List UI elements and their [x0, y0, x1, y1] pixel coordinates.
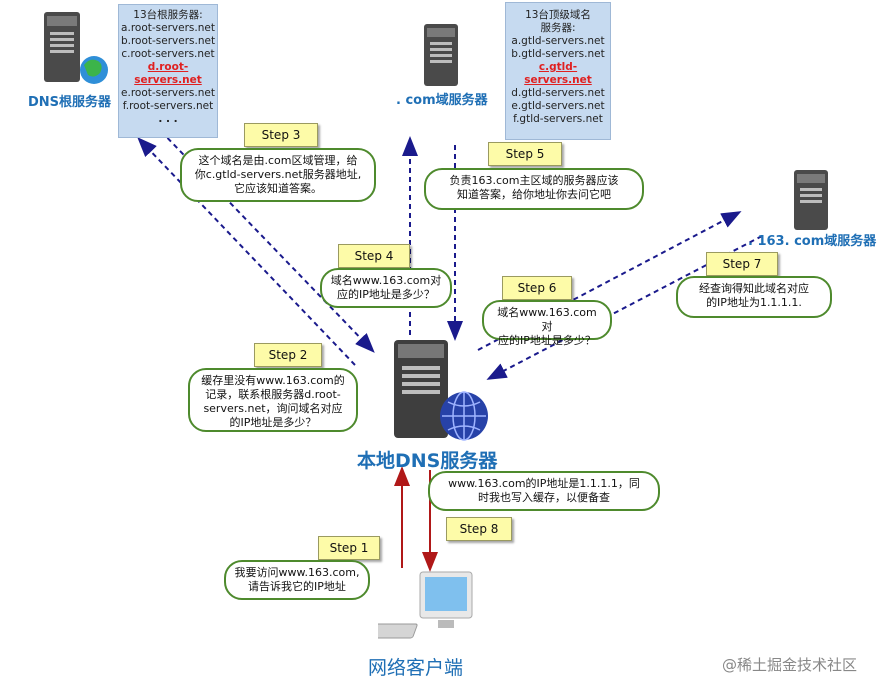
com-list-item: e.gtld-servers.net — [511, 100, 605, 112]
com-list-item: b.gtld-servers.net — [511, 48, 605, 60]
com-list-title: 13台顶级域名 — [525, 9, 591, 21]
com-list-item: f.gtld-servers.net — [513, 113, 603, 125]
root-list-item-highlight: d.root-servers.net — [134, 61, 202, 86]
step-6-label: Step 6 — [502, 276, 572, 300]
bubble-text: 域名www.163.com对 — [497, 306, 597, 333]
arrow-step2 — [137, 137, 356, 366]
bubble-text: 你c.gtld-servers.net服务器地址, — [194, 168, 362, 181]
root-list-item: e.root-servers.net — [121, 87, 215, 99]
step-5-label: Step 5 — [488, 142, 562, 166]
bubble-text: 请告诉我它的IP地址 — [248, 580, 346, 593]
step-4-bubble: 域名www.163.com对 应的IP地址是多少？ — [320, 268, 452, 308]
step-8-label: Step 8 — [446, 517, 512, 541]
step-3-bubble: 这个域名是由.com区域管理，给 你c.gtld-servers.net服务器地… — [180, 148, 376, 202]
root-list-item: c.root-servers.net — [121, 48, 215, 60]
com-server-icon — [420, 22, 466, 88]
bubble-text: 经查询得知此域名对应 — [699, 282, 809, 295]
step-6-bubble: 域名www.163.com对 应的IP地址是多少？ — [482, 300, 612, 347]
bubble-text: 的IP地址为1.1.1.1. — [706, 296, 802, 309]
com-server-label: . com域服务器 — [396, 93, 488, 108]
com-server-list: 13台顶级域名 服务器: a.gtld-servers.net b.gtld-s… — [505, 2, 611, 140]
arrow-step3 — [154, 124, 375, 353]
bubble-text: 负责163.com主区域的服务器应该 — [449, 174, 619, 187]
com-list-item-highlight: c.gtld-servers.net — [524, 61, 592, 86]
root-list-item: a.root-servers.net — [121, 22, 215, 34]
bubble-text: 它应该知道答案。 — [234, 182, 322, 195]
step-2-bubble: 缓存里没有www.163.com的 记录，联系根服务器d.root- serve… — [188, 368, 358, 432]
server-163-label: . 163. com域服务器 — [748, 234, 877, 249]
root-list-title: 13台根服务器: — [133, 9, 203, 21]
com-list-title: 服务器: — [540, 22, 576, 34]
com-list-item: a.gtld-servers.net — [511, 35, 605, 47]
bubble-text: 我要访问www.163.com, — [234, 566, 360, 579]
arrow-step7 — [486, 235, 763, 380]
bubble-text: 缓存里没有www.163.com的 — [201, 374, 345, 387]
client-label: 网络客户端 — [368, 657, 464, 679]
bubble-text: servers.net，询问域名对应 — [203, 402, 343, 415]
root-server-icon — [38, 10, 108, 88]
root-list-item: b.root-servers.net — [120, 35, 216, 47]
bubble-text: 应的IP地址是多少？ — [498, 334, 596, 347]
root-server-list: 13台根服务器: a.root-servers.net b.root-serve… — [118, 4, 218, 138]
step-2-label: Step 2 — [254, 343, 322, 367]
step-1-label: Step 1 — [318, 536, 380, 560]
step-5-bubble: 负责163.com主区域的服务器应该 知道答案，给你地址你去问它吧 — [424, 168, 644, 210]
bubble-text: 的IP地址是多少？ — [229, 416, 317, 429]
watermark: @稀土掘金技术社区 — [722, 656, 858, 674]
bubble-text: 域名www.163.com对 — [330, 274, 442, 287]
step-7-label: Step 7 — [706, 252, 778, 276]
step-7-bubble: 经查询得知此域名对应 的IP地址为1.1.1.1. — [676, 276, 832, 318]
com-list-item: d.gtld-servers.net — [511, 87, 605, 99]
local-dns-label: 本地DNS服务器 — [357, 450, 498, 472]
step-1-bubble: 我要访问www.163.com, 请告诉我它的IP地址 — [224, 560, 370, 600]
step-4-label: Step 4 — [338, 244, 410, 268]
bubble-text: 知道答案，给你地址你去问它吧 — [457, 188, 611, 201]
step-8-bubble: www.163.com的IP地址是1.1.1.1，同 时我也写入缓存，以便备查 — [428, 471, 660, 511]
root-list-ellipsis: . . . — [158, 113, 178, 125]
server-163-icon — [790, 168, 836, 234]
bubble-text: 时我也写入缓存，以便备查 — [478, 491, 610, 504]
step-3-label: Step 3 — [244, 123, 318, 147]
root-server-label: DNS根服务器 — [28, 95, 112, 110]
bubble-text: 这个域名是由.com区域管理，给 — [198, 154, 358, 167]
client-computer-icon — [378, 568, 478, 650]
bubble-text: www.163.com的IP地址是1.1.1.1，同 — [448, 477, 640, 490]
local-dns-server-icon — [388, 336, 492, 444]
root-list-item: f.root-servers.net — [122, 100, 214, 112]
bubble-text: 应的IP地址是多少？ — [337, 288, 435, 301]
bubble-text: 记录，联系根服务器d.root- — [205, 388, 341, 401]
